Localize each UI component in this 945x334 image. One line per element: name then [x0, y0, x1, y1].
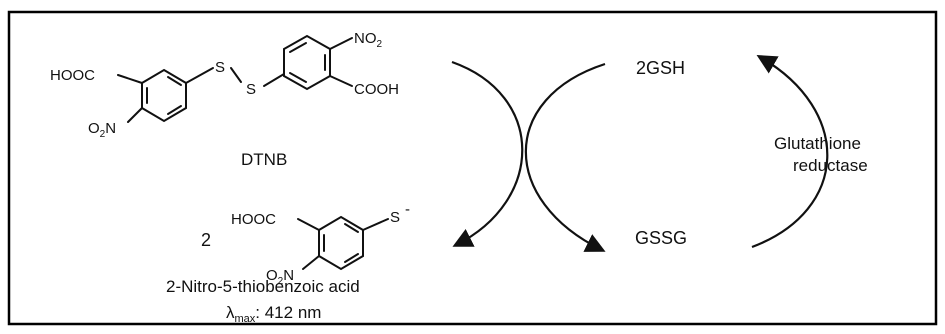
enzyme-label-line1: Glutathione: [774, 134, 861, 153]
tnb-hooc-label: HOOC: [231, 211, 276, 228]
dtnb-no2-bond: [329, 37, 353, 50]
tnb-ring-double-2: [344, 253, 359, 263]
gssg-label: GSSG: [635, 228, 687, 248]
enzyme-label-line2: reductase: [793, 156, 868, 175]
tnb-o2n-label: O2N: [266, 267, 294, 287]
tnb-hooc-bond: [297, 218, 320, 231]
tnb-ring: [318, 215, 364, 271]
cycle-labels: 2GSH GSSG Glutathione reductase: [635, 58, 868, 248]
tnb-charge-label: -: [405, 201, 410, 218]
coupled-reaction-arrows: [451, 60, 606, 252]
dtnb-structure: [117, 34, 353, 123]
reductase-arrow-group: [751, 55, 829, 249]
product-name: 2-Nitro-5-thiobenzoic acid: [166, 277, 360, 296]
dtnb-s1-label: S: [215, 59, 225, 76]
lambda-value: : 412 nm: [255, 303, 321, 322]
gsh-label: 2GSH: [636, 58, 685, 78]
tnb-structure: [297, 215, 389, 271]
tnb-o2n-subscript: 2: [278, 276, 284, 287]
tnb-thiolate-bond: [362, 218, 389, 231]
tnb-thiolate-label: S: [390, 209, 400, 226]
dtnb-left-s-bond: [185, 67, 214, 84]
reductase-return-arrow: [751, 55, 829, 249]
dtnb-left-ring-double-1: [167, 76, 182, 86]
lambda-max-label: λmax: 412 nm: [226, 303, 321, 325]
dtnb-ss-bond-b: [263, 73, 285, 87]
figure-frame: [7, 10, 938, 326]
dtnb-to-tnb-arrow: [451, 60, 524, 247]
dtnb-o2n-label: O2N: [88, 120, 116, 140]
dtnb-cooh-bond: [329, 75, 353, 87]
dtnb-hooc-label: HOOC: [50, 67, 95, 84]
tnb-o2n-bond: [302, 255, 320, 270]
tnb-ring-double-1: [344, 223, 359, 233]
dtnb-labels: HOOC O2N S S NO2 COOH DTNB: [50, 30, 399, 169]
gsh-to-gssg-arrow: [524, 62, 606, 252]
dtnb-no2-label: NO2: [354, 30, 383, 50]
lambda-subscript: max: [235, 313, 256, 325]
dtnb-o2n-bond: [127, 107, 143, 123]
dtnb-no2-subscript: 2: [377, 39, 383, 50]
dtnb-right-ring: [283, 34, 331, 91]
dtnb-hooc-bond: [117, 74, 143, 84]
dtnb-right-ring-double-1: [289, 42, 307, 53]
tnb-labels: 2 HOOC O2N S - 2-Nitro-5-thiobenzoic aci…: [166, 201, 410, 325]
dtnb-right-ring-double-3: [289, 72, 307, 83]
dtnb-ss-bond-a: [230, 67, 242, 83]
dtnb-cooh-label: COOH: [354, 81, 399, 98]
dtnb-o2n-subscript: 2: [100, 129, 106, 140]
dtnb-s2-label: S: [246, 81, 256, 98]
product-coefficient: 2: [201, 230, 211, 250]
lambda-symbol: λ: [226, 303, 235, 322]
dtnb-left-ring: [141, 68, 187, 123]
dtnb-name: DTNB: [241, 150, 287, 169]
dtnb-left-ring-double-2: [167, 105, 182, 115]
